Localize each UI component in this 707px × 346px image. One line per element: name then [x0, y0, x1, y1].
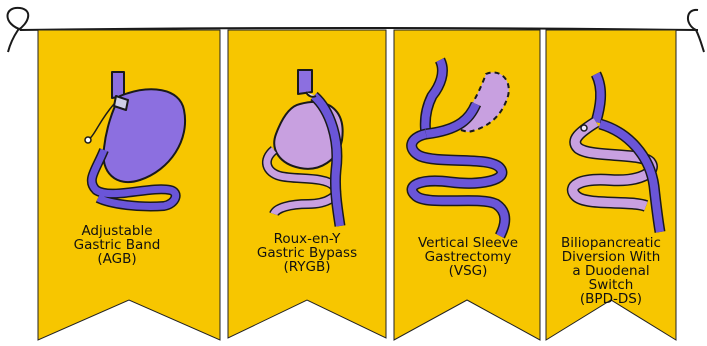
banner-label-rygb: Roux-en-Y Gastric Bypass (RYGB): [232, 232, 382, 274]
label-line: (BPD-DS): [546, 292, 676, 306]
label-line: (AGB): [52, 252, 182, 266]
label-line: Adjustable: [52, 224, 182, 238]
label-line: Gastric Bypass: [232, 246, 382, 260]
banner-agb: [38, 30, 220, 340]
label-line: Diversion With: [546, 250, 676, 264]
label-line: (VSG): [398, 264, 538, 278]
label-line: Roux-en-Y: [232, 232, 382, 246]
label-line: Switch: [546, 278, 676, 292]
banner-label-agb: Adjustable Gastric Band (AGB): [52, 224, 182, 266]
string-loop-right: [688, 10, 704, 52]
label-line: Biliopancreatic: [546, 236, 676, 250]
label-line: Gastric Band: [52, 238, 182, 252]
label-line: Vertical Sleeve: [398, 236, 538, 250]
label-line: (RYGB): [232, 260, 382, 274]
label-line: a Duodenal: [546, 264, 676, 278]
banner-label-bpdds: Biliopancreatic Diversion With a Duodena…: [546, 236, 676, 306]
label-line: Gastrectomy: [398, 250, 538, 264]
banner-label-vsg: Vertical Sleeve Gastrectomy (VSG): [398, 236, 538, 278]
